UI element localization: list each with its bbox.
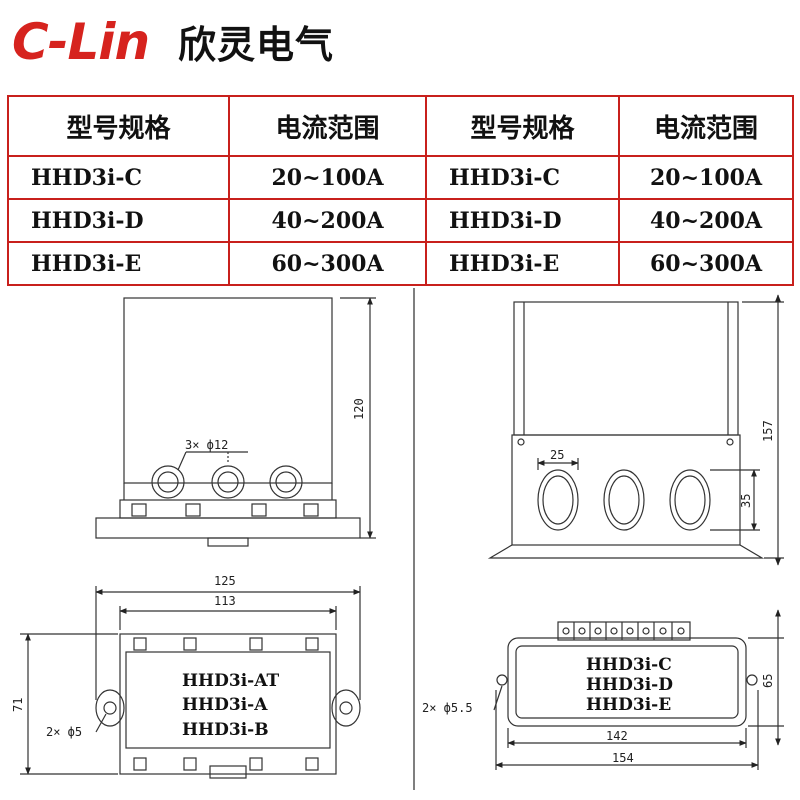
table-row: HHD3i-E 60~300A HHD3i-E 60~300A: [7, 241, 794, 286]
right-bottom-view: [493, 609, 784, 770]
current-cell: 60~300A: [618, 241, 794, 286]
model-label: HHD3i-AT: [182, 671, 279, 691]
inner-width-dimension: 113: [214, 594, 236, 608]
mount-holes-dimension: 2× ф5: [46, 725, 82, 739]
model-label: HHD3i-B: [182, 720, 269, 740]
header-current: 电流范围: [228, 95, 427, 157]
table-header-row: 型号规格 电流范围 型号规格 电流范围: [7, 95, 794, 157]
model-label: HHD3i-C: [586, 655, 672, 675]
left-bottom-view: [20, 586, 361, 779]
hole-height-dimension: 35: [739, 494, 753, 508]
height-dimension: 71: [11, 698, 25, 712]
outer-width-dimension: 125: [214, 574, 236, 588]
total-height-dimension: 157: [761, 420, 775, 442]
brand-chinese-name: 欣灵电气: [178, 23, 335, 67]
model-label: HHD3i-E: [586, 695, 671, 715]
current-cell: 40~200A: [228, 198, 427, 243]
right-front-view: [487, 294, 784, 566]
brand-name: C-Lin: [12, 13, 150, 71]
height-dimension: 65: [761, 674, 775, 688]
table-row: HHD3i-D 40~200A HHD3i-D 40~200A: [7, 198, 794, 243]
model-cell: HHD3i-C: [425, 155, 620, 200]
hole-width-dimension: 25: [550, 448, 564, 462]
model-cell: HHD3i-D: [425, 198, 620, 243]
model-label: HHD3i-A: [182, 695, 268, 715]
mount-holes-dimension: 2× ф5.5: [422, 701, 473, 715]
model-label: HHD3i-D: [586, 675, 673, 695]
current-cell: 40~200A: [618, 198, 794, 243]
outer-width-dimension: 154: [612, 751, 634, 765]
header-model: 型号规格: [7, 95, 230, 157]
current-cell: 20~100A: [228, 155, 427, 200]
spec-table: 型号规格 电流范围 型号规格 电流范围 HHD3i-C 20~100A HHD3…: [7, 95, 794, 286]
table-row: HHD3i-C 20~100A HHD3i-C 20~100A: [7, 155, 794, 200]
brand-logo: C-Lin: [12, 12, 150, 72]
header-current: 电流范围: [618, 95, 794, 157]
header-model: 型号规格: [425, 95, 620, 157]
holes-dimension: 3× ф12: [185, 438, 228, 452]
model-cell: HHD3i-C: [7, 155, 230, 200]
model-cell: HHD3i-E: [7, 241, 230, 286]
height-dimension: 120: [352, 398, 366, 420]
current-cell: 60~300A: [228, 241, 427, 286]
left-front-view: [95, 297, 376, 547]
model-cell: HHD3i-E: [425, 241, 620, 286]
inner-width-dimension: 142: [606, 729, 628, 743]
current-cell: 20~100A: [618, 155, 794, 200]
model-cell: HHD3i-D: [7, 198, 230, 243]
